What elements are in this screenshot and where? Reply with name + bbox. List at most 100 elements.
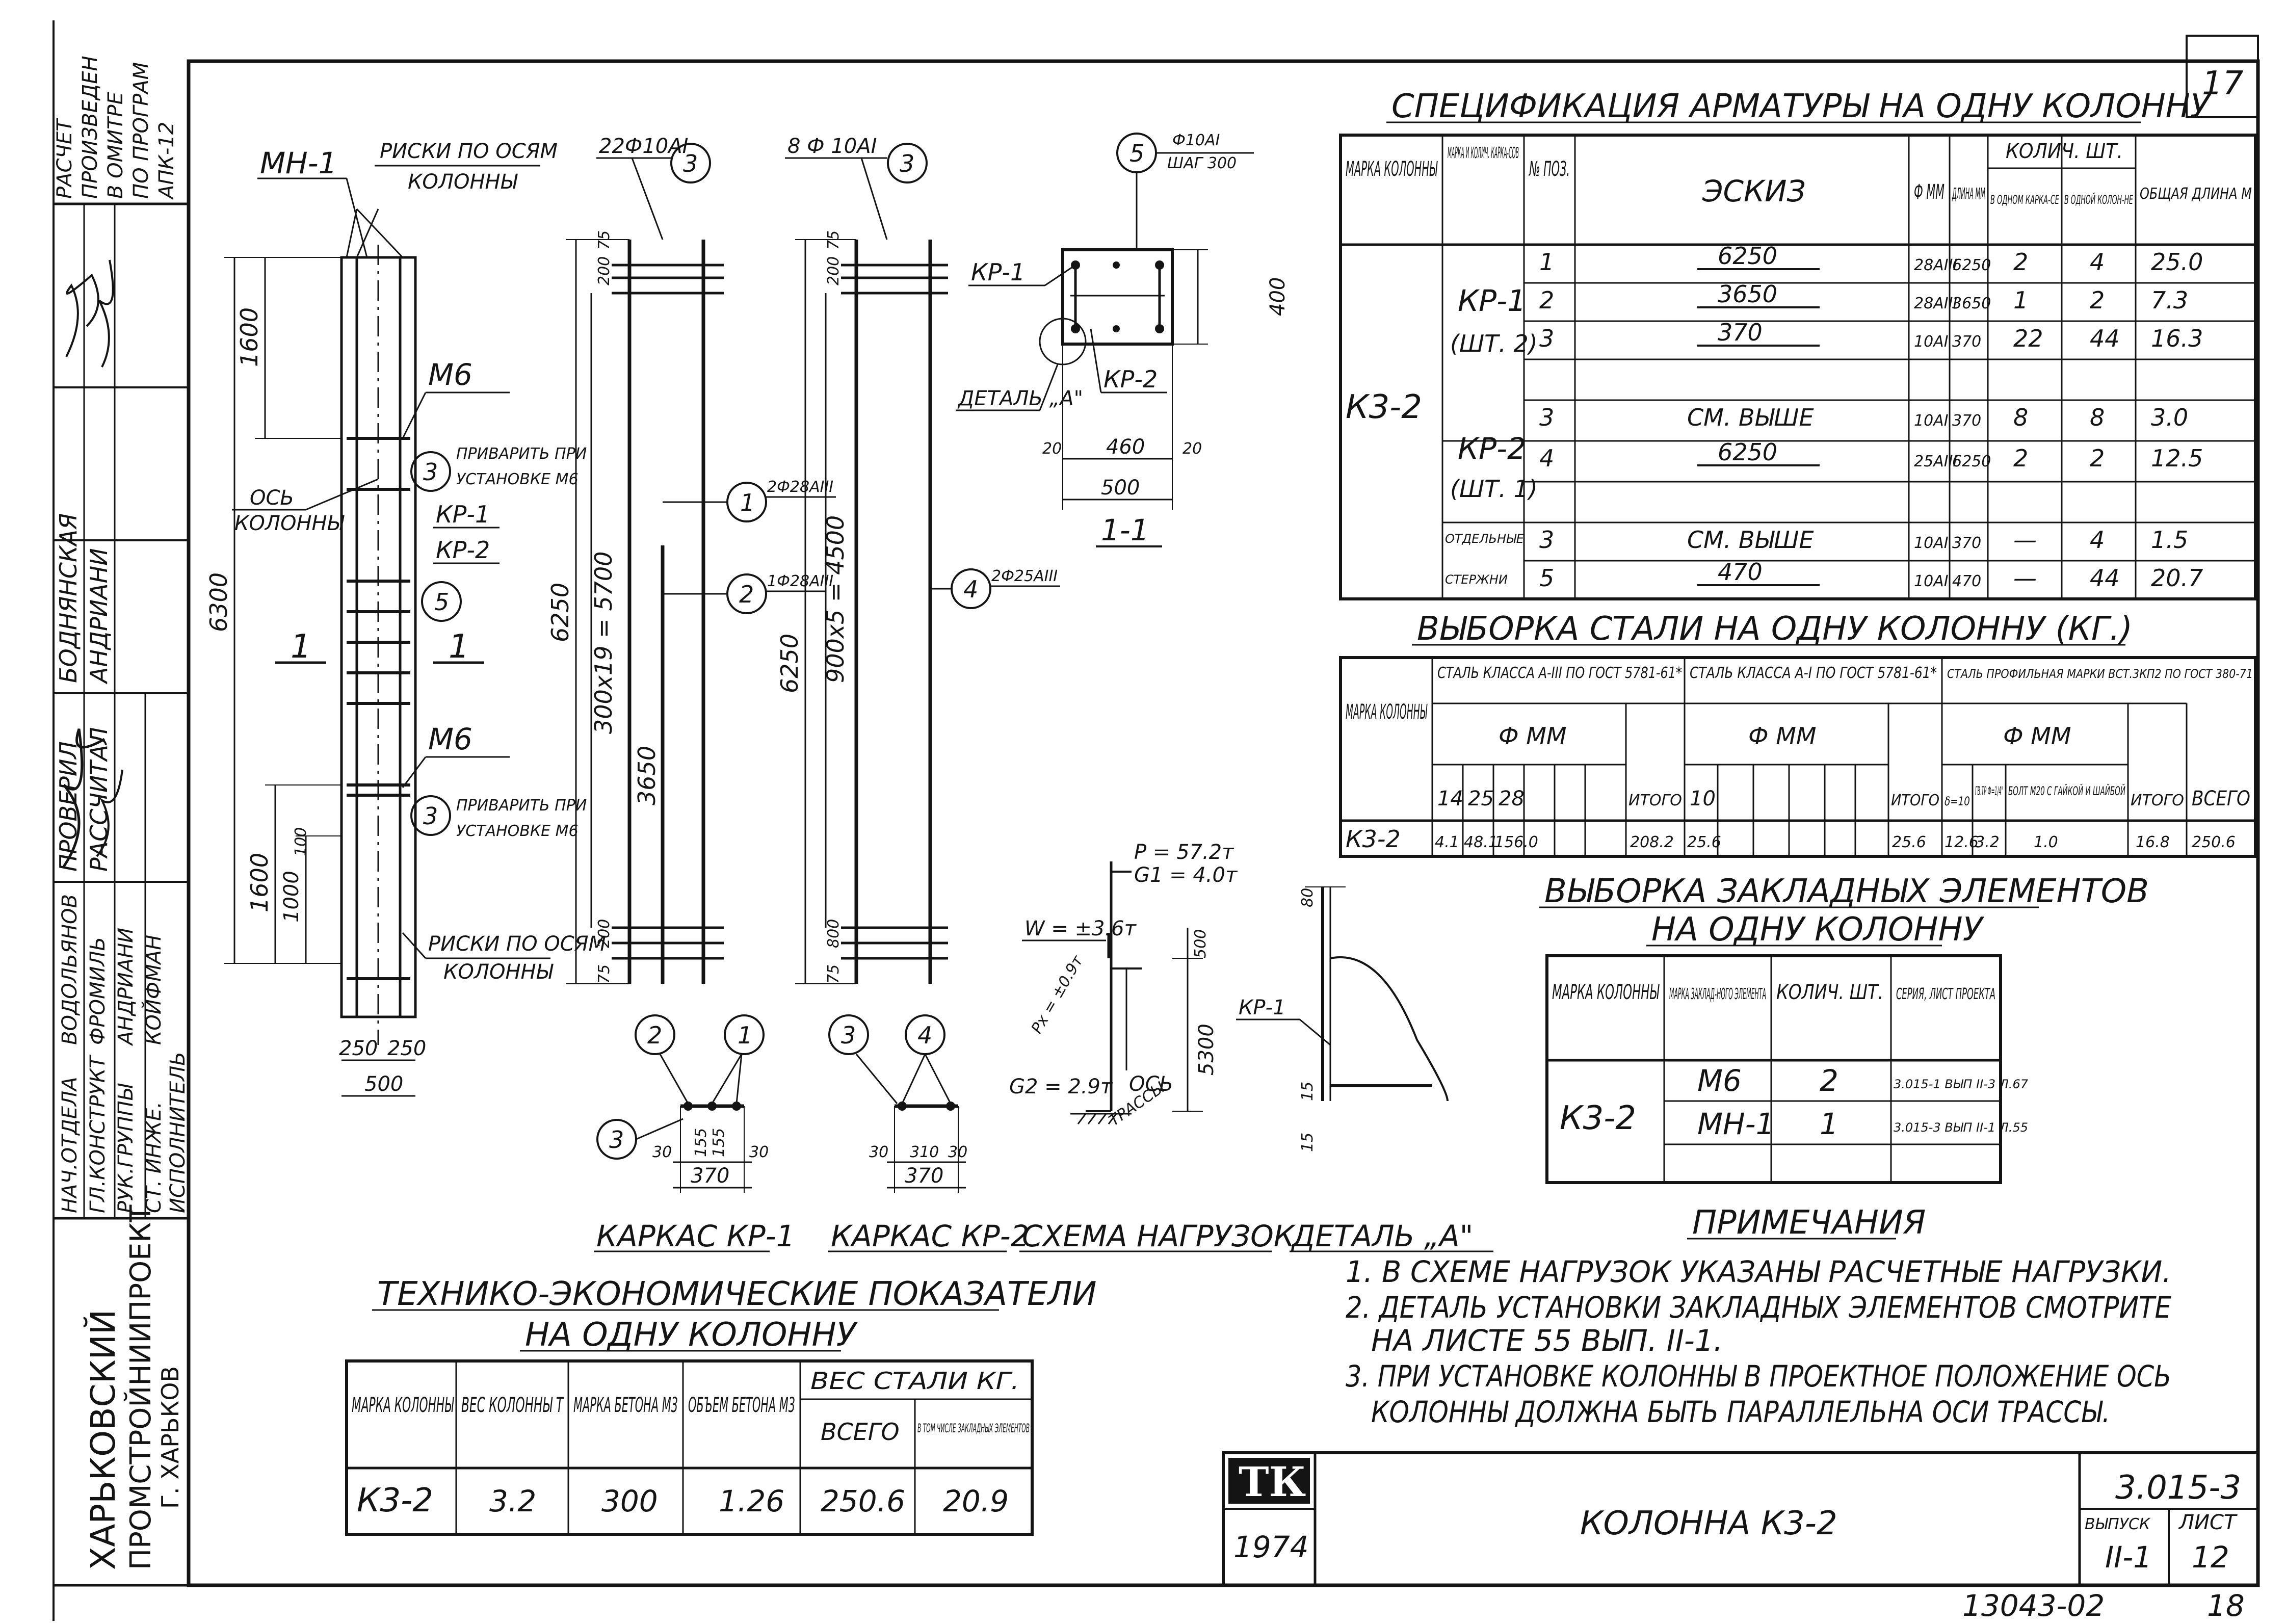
kr2-d3: 30 [948,1143,967,1161]
steel-h-d1-2: 25 [1468,787,1494,810]
spec-table: СПЕЦИФИКАЦИЯ АРМАТУРЫ НА ОДНУ КОЛОННУ МА… [1339,88,2257,600]
weld-top-2: УСТАНОВКЕ М6 [456,470,579,488]
dim-3650: 3650 [633,746,661,805]
tep-h-total: ВСЕГО [821,1418,900,1446]
caption-detail: ДЕТАЛЬ „А" [1291,1219,1473,1253]
kr2-d2: 310 [910,1143,939,1161]
column-elevation: 6300 1600 1600 1000 100 250 250 500 МН-1… [205,140,606,1097]
notes-title: ПРИМЕЧАНИЯ [1692,1204,1926,1242]
title-list: 12 [2192,1540,2229,1575]
spec-sketch-2: 370 [1718,319,1763,346]
spec-qty-col-1: 2 [2090,286,2105,314]
steel-h-phi2: Ф ММ [1748,722,1817,750]
spec-h-len: ДЛИНА ММ [1952,185,1985,203]
spec-qty-col-3: 8 [2090,404,2105,431]
circle-2-b-label: 2 [647,1021,662,1049]
weld-bot-1: ПРИВАРИТЬ ПРИ [456,797,587,815]
embed-title-1: ВЫБОРКА ЗАКЛАДНЫХ ЭЛЕМЕНТОВ [1544,873,2149,910]
bar-shag-1: Ф10АI [1172,132,1220,149]
steel-h-d2-1: 10 [1690,787,1716,810]
steel-cell-1: 4.1 [1435,833,1459,851]
stamp-name-1: ВОДОЛЬЯНОВ [58,894,82,1045]
steel-h-itogo2: ИТОГО [1891,792,1939,809]
spec-dia-2: 10АI [1914,333,1949,351]
embed-h-elem: МАРКА ЗАКЛАД-НОГО ЭЛЕМЕНТА [1669,985,1766,1003]
dim-20-right: 20 [1183,440,1202,458]
tep-cell-2: 300 [601,1484,658,1518]
spec-pos-3: 3 [1539,404,1554,431]
label-m6-top: М6 [428,357,472,392]
kr2-d1: 30 [869,1143,888,1161]
detail-a: 80 15 15 КР-1 [1236,886,1449,1152]
dim-6300: 6300 [205,572,232,632]
dim-75-c: 75 [825,230,843,250]
spec-pos-5: 3 [1539,526,1554,554]
spec-length-1: 3650 [1952,295,1991,312]
dim-500: 500 [364,1072,403,1096]
left-stamp: РАСЧЕТ ПРОИЗВЕДЕН В ОМИТРЕ ПО ПРОГРАМ АП… [53,56,190,1570]
circle-1-b [724,1014,765,1055]
spec-length-2: 370 [1952,333,1981,351]
circle-3-d-label: 3 [900,150,914,177]
bar-22-label: 22Ф10АI [599,135,688,158]
spec-pos-1: 2 [1539,286,1554,314]
tep-h-mark: МАРКА КОЛОННЫ [352,1394,454,1417]
signature-2 [98,259,114,368]
spec-dia-0: 28АIII [1914,256,1957,274]
dim-250-left: 250 [339,1037,378,1060]
signature-3 [62,728,106,868]
dim-5300: 5300 [1195,1024,1218,1076]
dim-100: 100 [292,827,310,856]
spec-length-3: 370 [1952,412,1981,430]
tep-cell-4: 250.6 [821,1484,905,1518]
note-1: 1. В СХЕМЕ НАГРУЗОК УКАЗАНЫ РАСЧЕТНЫЕ НА… [1346,1254,2171,1289]
dim-20-left: 20 [1042,440,1062,458]
circle-3-a-label: 3 [423,458,438,486]
sheet-number-top: 17 [2202,65,2244,102]
bar-shag-2: ШАГ 300 [1167,154,1237,172]
calc-note-5: АПК-12 [155,122,178,200]
caption-kr2: КАРКАС КР-2 [831,1219,1030,1253]
embed-elem-1: МН-1 [1697,1107,1775,1141]
steel-h-d3-1: δ=10 [1945,794,1970,808]
embed-series-0: 3.015-1 ВЫП II-3 Л.67 [1894,1077,2029,1091]
spec-group-2-sub: (ШТ. 1) [1450,475,1538,503]
spec-group-1-sub: (ШТ. 2) [1450,330,1538,357]
dim-6250-b: 6250 [776,634,803,693]
spec-qty-cage-2: 22 [2013,325,2043,352]
spec-total-len-3: 3.0 [2151,404,2188,431]
tep-cell-5: 20.9 [943,1484,1009,1518]
org-name-1: ХАРЬКОВСКИЙ [83,1309,123,1570]
calc-note-4: ПО ПРОГРАМ [129,62,153,199]
embed-series-1: 3.015-3 ВЫП II-1 Л.55 [1894,1120,2028,1135]
riski-bot-1: РИСКИ ПО ОСЯМ [428,932,606,956]
spec-qty-cage-1: 1 [2013,286,2028,314]
section-title-11: 1-1 [1101,513,1149,547]
tk-logo-text: ТК [1239,1458,1306,1506]
steel-h-vsego: ВСЕГО [2192,787,2250,810]
spec-h-pos: № ПОЗ. [1529,158,1570,181]
steel-h-phi3: Ф ММ [2003,722,2071,750]
notes: ПРИМЕЧАНИЯ 1. В СХЕМЕ НАГРУЗОК УКАЗАНЫ Р… [1346,1204,2171,1429]
spec-total-len-1: 7.3 [2151,286,2188,314]
title-year: 1974 [1233,1530,1309,1564]
steel-h-mark: МАРКА КОЛОННЫ [1346,700,1428,724]
note-3b: КОЛОННЫ ДОЛЖНА БЫТЬ ПАРАЛЛЕЛЬНА ОСИ ТРАС… [1371,1395,2110,1429]
spec-h-cage: МАРКА И КОЛИЧ. КАРКА-СОВ [1448,144,1519,162]
tep-table: ТЕХНИКО-ЭКОНОМИЧЕСКИЕ ПОКАЗАТЕЛИ НА ОДНУ… [345,1275,1097,1536]
circle-4-a-label: 4 [963,575,978,603]
calc-note-2: ПРОИЗВЕДЕН [78,56,102,199]
embed-mark: К3-2 [1560,1099,1636,1137]
signature-1 [65,273,99,357]
title-vyp-label: ВЫПУСК [2085,1515,2151,1533]
circle-3-f-label: 3 [841,1021,856,1049]
spec-total-len-2: 16.3 [2151,325,2203,352]
steel-cell-11: 250.6 [2192,833,2236,851]
circle-5-a [421,581,462,622]
bar-2-25-label: 2Ф25АIII [991,567,1058,585]
caption-kr1: КАРКАС КР-1 [596,1219,795,1253]
spec-dia-3: 10АI [1914,412,1949,430]
steel-h-itogo1: ИТОГО [1628,792,1682,809]
circle-1-a-label: 1 [740,489,755,516]
